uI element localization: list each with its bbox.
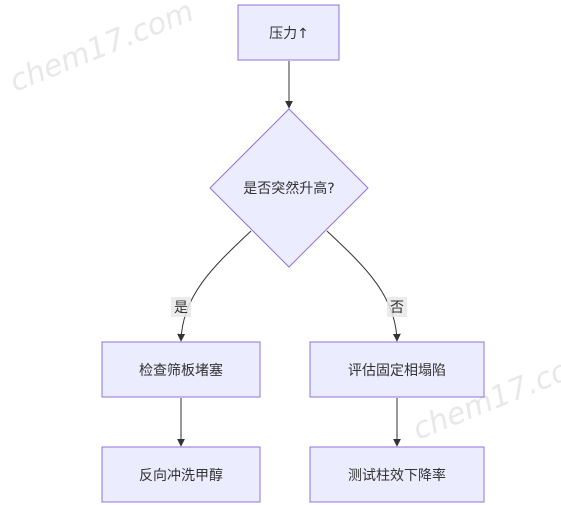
node-backflush[interactable]: 反向冲洗甲醇	[101, 446, 261, 503]
node-backflush-label: 反向冲洗甲醇	[139, 467, 223, 484]
edge-label-no: 否	[387, 297, 407, 317]
node-test-efficiency-label: 测试柱效下降率	[348, 467, 446, 484]
node-pressure-label: 压力↑	[269, 26, 309, 42]
node-decision-label: 是否突然升高?	[243, 180, 334, 197]
node-decision[interactable]: 是否突然升高?	[209, 108, 369, 268]
node-test-efficiency[interactable]: 测试柱效下降率	[309, 446, 485, 503]
node-eval-phase-label: 评估固定相塌陷	[348, 363, 446, 379]
edge-label-no-text: 否	[390, 300, 404, 316]
node-check-frit[interactable]: 检查筛板堵塞	[101, 341, 261, 398]
watermark-top: chem17.com	[5, 0, 199, 99]
node-eval-phase[interactable]: 评估固定相塌陷	[309, 341, 485, 398]
node-check-frit-label: 检查筛板堵塞	[139, 362, 223, 379]
edge-label-yes: 是	[171, 297, 191, 317]
edge-label-yes-text: 是	[174, 300, 188, 316]
node-pressure[interactable]: 压力↑	[237, 4, 340, 61]
edge-decision-to-eval-phase	[326, 230, 401, 342]
edge-decision-to-check-frit	[177, 230, 252, 342]
